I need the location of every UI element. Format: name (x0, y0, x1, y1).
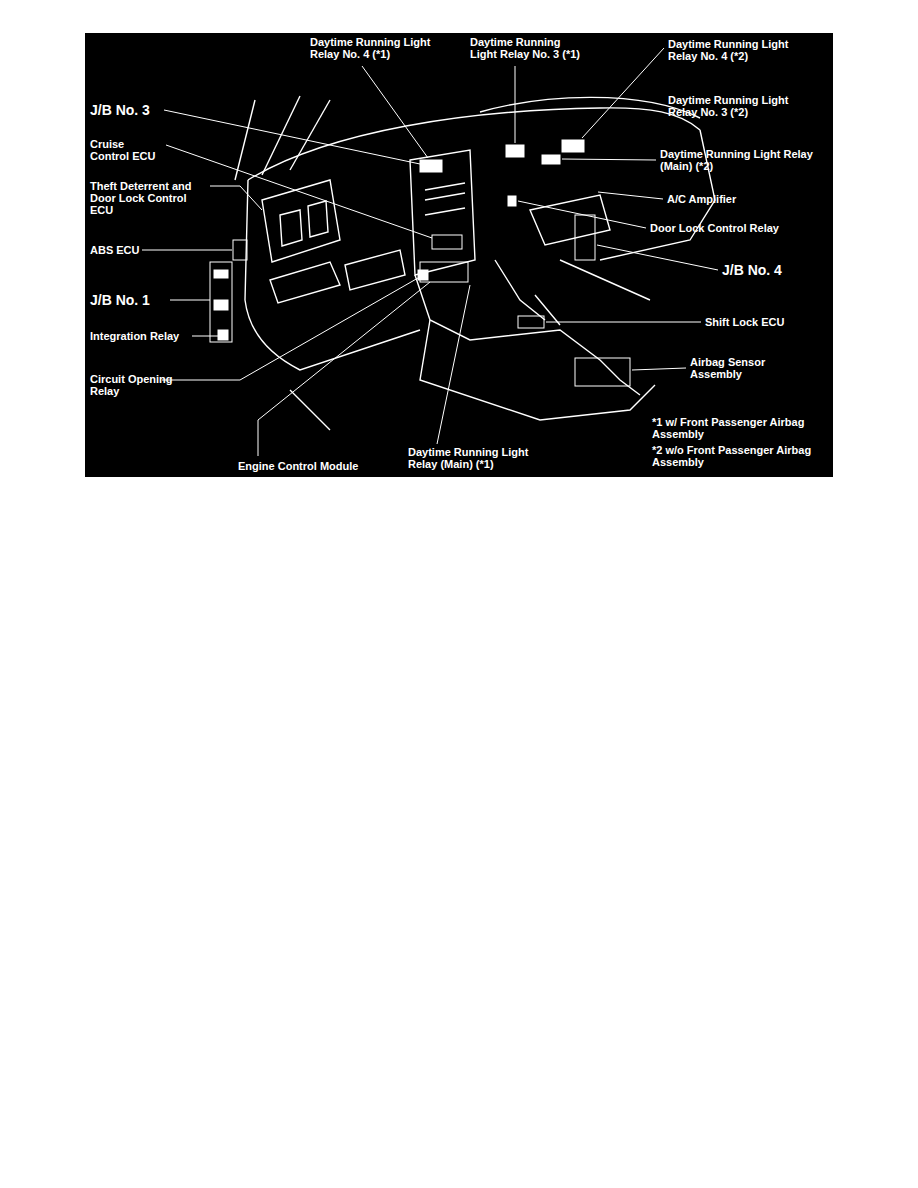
shift-lever (495, 260, 560, 325)
part-label: J/B No. 4 (722, 262, 782, 278)
leader-line (518, 201, 646, 228)
part-label: *2 w/o Front Passenger Airbag Assembly (652, 444, 817, 468)
center-stack (410, 150, 475, 275)
leader-line (632, 368, 686, 370)
leader-line (546, 322, 701, 323)
leader-line (142, 250, 232, 251)
integration-relay (218, 330, 228, 340)
junction-block-1 (210, 262, 232, 342)
part-label: Daytime Running Light Relay No. 3 (*2) (668, 94, 818, 118)
console-side (420, 320, 655, 420)
leader-line (562, 159, 656, 160)
part-label: Theft Deterrent and Door Lock Control EC… (90, 180, 208, 216)
part-label: J/B No. 1 (90, 292, 150, 308)
leader-line (598, 192, 663, 199)
junction-block-4 (575, 215, 595, 260)
leader-line (582, 48, 664, 138)
door-lock-relay (508, 196, 516, 206)
dashboard-outline (235, 96, 715, 430)
radio-slots (425, 183, 465, 215)
abs-ecu (233, 240, 247, 260)
drl-relay-4 (562, 140, 584, 152)
leader-line (192, 336, 218, 337)
leader-line (166, 145, 432, 238)
glove-box (530, 195, 610, 245)
part-label: Airbag Sensor Assembly (690, 356, 790, 380)
part-label: Daytime Running Light Relay (Main) (*2) (660, 148, 820, 172)
drl-relay-main (542, 155, 560, 164)
part-label: A/C Amplifier (667, 193, 736, 205)
part-label: Integration Relay (90, 330, 179, 342)
shift-lock-ecu (518, 316, 544, 328)
cruise-ecu (432, 235, 462, 249)
part-label: Daytime Running Light Relay No. 4 (*2) (668, 38, 818, 62)
part-label: Cruise Control ECU (90, 138, 165, 162)
airbag-sensor (575, 358, 630, 386)
leader-line (164, 110, 420, 164)
part-label: Circuit Opening Relay (90, 373, 200, 397)
dash-left (245, 180, 420, 370)
leader-line (258, 282, 430, 456)
part-label: Shift Lock ECU (705, 316, 784, 328)
leader-lines (142, 48, 718, 456)
part-label: J/B No. 3 (90, 102, 150, 118)
gauge (308, 201, 328, 237)
part-label: *1 w/ Front Passenger Airbag Assembly (652, 416, 812, 440)
leader-line (515, 66, 516, 143)
part-label: Daytime Running Light Relay No. 4 (*1) (310, 36, 435, 60)
console-top (415, 275, 640, 395)
lower-panel (270, 262, 340, 303)
part-label: Door Lock Control Relay (650, 222, 779, 234)
part-label: Daytime Running Light Relay No. 3 (*1) (470, 36, 590, 60)
leader-line (597, 245, 718, 270)
relay (214, 270, 228, 278)
leader-line (437, 285, 470, 444)
drl-relay-3 (506, 145, 524, 157)
leader-line (162, 278, 418, 380)
part-label: Daytime Running Light Relay (Main) (*1) (408, 446, 548, 470)
dash-top (248, 108, 700, 180)
junction-block-3 (420, 160, 442, 172)
circuit-opening-relay (418, 270, 428, 280)
leader-line (210, 186, 262, 210)
a-pillar (235, 100, 255, 180)
part-label: Engine Control Module (238, 460, 358, 472)
components (210, 140, 630, 386)
windshield-edge (480, 97, 700, 118)
leader-line (170, 300, 210, 301)
part-label: ABS ECU (90, 244, 140, 256)
leader-line (362, 66, 428, 158)
a-pillar (290, 100, 330, 170)
knee-panel (345, 250, 405, 290)
relay (214, 300, 228, 310)
gauge (280, 210, 302, 246)
